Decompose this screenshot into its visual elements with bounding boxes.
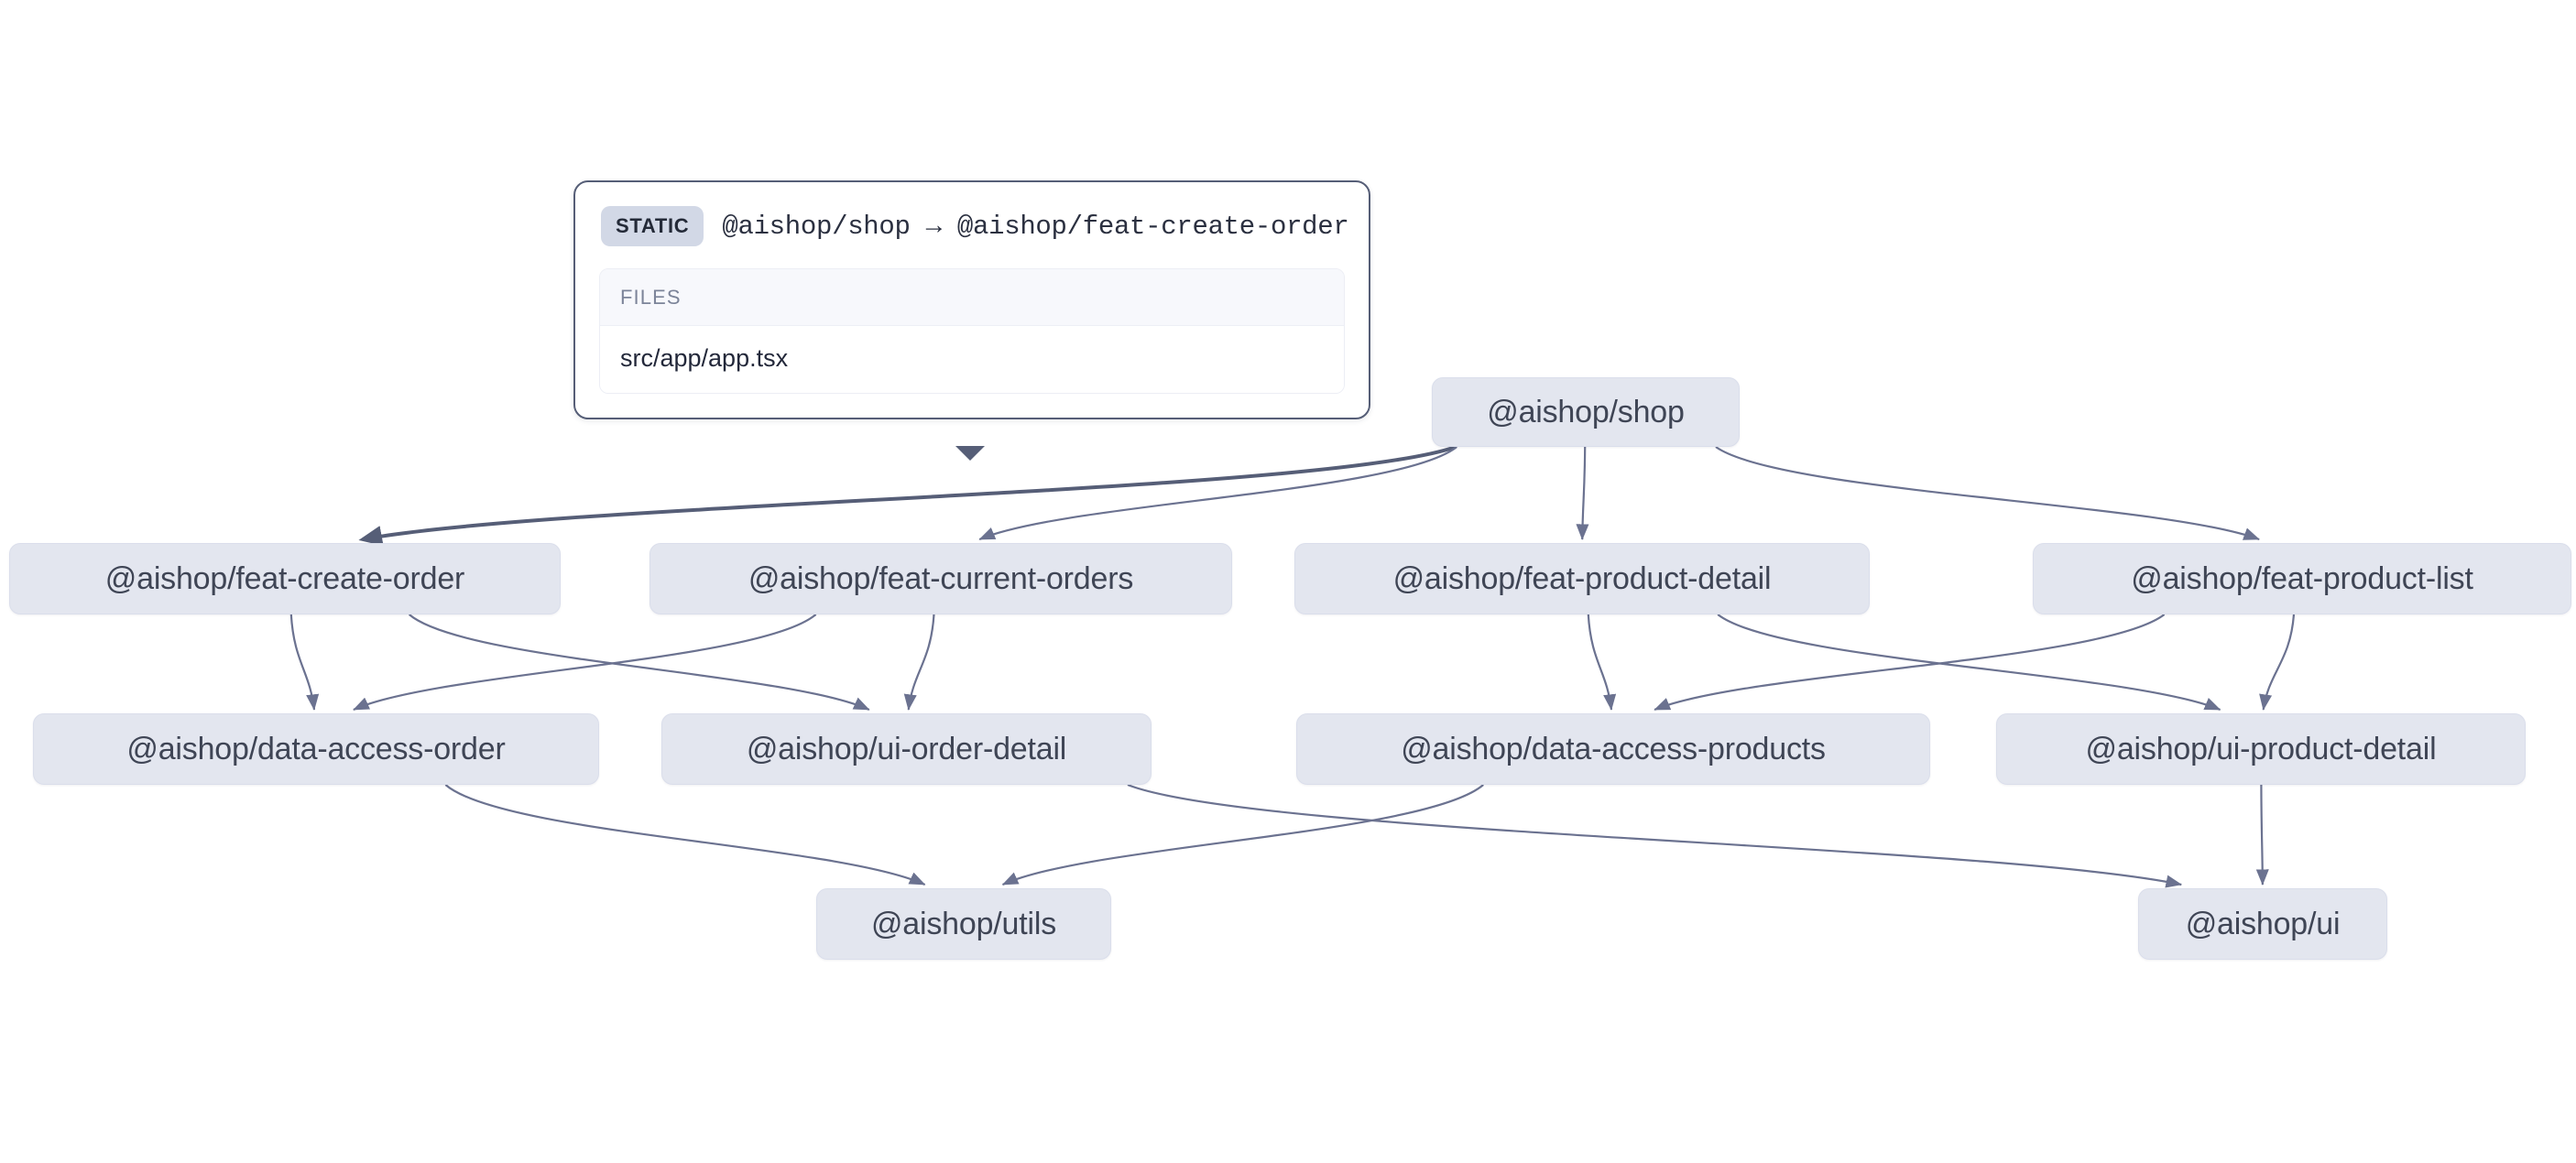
tooltip-files-section: FILES src/app/app.tsx — [599, 268, 1345, 394]
files-section-label: FILES — [600, 269, 1344, 326]
graph-node-label: @aishop/feat-create-order — [104, 560, 465, 596]
graph-node-feat-product-detail[interactable]: @aishop/feat-product-detail — [1294, 543, 1870, 614]
graph-node-shop[interactable]: @aishop/shop — [1432, 377, 1740, 447]
tooltip-title: @aishop/shop → @aishop/feat-create-order — [722, 211, 1349, 242]
graph-edge-feat-product-list-to-data-access-products[interactable] — [1654, 614, 2166, 712]
graph-edge-shop-to-feat-create-order[interactable] — [358, 445, 1457, 547]
graph-edge-shop-to-feat-product-list[interactable] — [1715, 446, 2260, 541]
tooltip-header: STATIC @aishop/shop → @aishop/feat-creat… — [599, 202, 1349, 248]
graph-node-feat-current-orders[interactable]: @aishop/feat-current-orders — [649, 543, 1232, 614]
graph-node-feat-create-order[interactable]: @aishop/feat-create-order — [9, 543, 561, 614]
graph-node-label: @aishop/utils — [870, 906, 1056, 941]
graph-node-feat-product-list[interactable]: @aishop/feat-product-list — [2033, 543, 2571, 614]
graph-edge-feat-product-detail-to-ui-product-detail[interactable] — [1717, 614, 2221, 712]
edge-tooltip-card[interactable]: STATIC @aishop/shop → @aishop/feat-creat… — [573, 180, 1370, 419]
graph-node-data-access-products[interactable]: @aishop/data-access-products — [1296, 713, 1930, 785]
graph-node-ui-product-detail[interactable]: @aishop/ui-product-detail — [1996, 713, 2526, 785]
graph-edge-shop-to-feat-product-detail[interactable] — [1576, 446, 1589, 540]
graph-edge-feat-current-orders-to-data-access-order[interactable] — [353, 614, 817, 712]
graph-edge-ui-product-detail-to-ui[interactable] — [2255, 784, 2269, 886]
graph-node-label: @aishop/data-access-order — [126, 731, 506, 766]
graph-edge-ui-order-detail-to-ui[interactable] — [1127, 783, 2183, 888]
graph-edge-feat-product-list-to-ui-product-detail[interactable] — [2259, 614, 2296, 711]
graph-node-data-access-order[interactable]: @aishop/data-access-order — [33, 713, 599, 785]
graph-node-label: @aishop/feat-product-detail — [1392, 560, 1772, 596]
graph-edge-feat-current-orders-to-ui-order-detail[interactable] — [903, 614, 935, 711]
tooltip-pointer-icon — [955, 446, 985, 461]
graph-edge-data-access-products-to-utils[interactable] — [1001, 784, 1484, 886]
files-list: src/app/app.tsx — [600, 326, 1344, 393]
graph-edge-shop-to-feat-current-orders[interactable] — [978, 446, 1457, 541]
file-row[interactable]: src/app/app.tsx — [600, 326, 1344, 393]
graph-node-ui[interactable]: @aishop/ui — [2138, 888, 2387, 960]
static-badge: STATIC — [601, 206, 704, 246]
graph-node-label: @aishop/ui-order-detail — [746, 731, 1067, 766]
graph-node-label: @aishop/ui-product-detail — [2085, 731, 2437, 766]
graph-edge-data-access-order-to-utils[interactable] — [444, 784, 926, 886]
graph-node-label: @aishop/shop — [1487, 394, 1685, 429]
graph-node-utils[interactable]: @aishop/utils — [816, 888, 1111, 960]
graph-node-label: @aishop/ui — [2185, 906, 2341, 941]
graph-edge-feat-create-order-to-data-access-order[interactable] — [289, 614, 320, 711]
graph-edge-feat-product-detail-to-data-access-products[interactable] — [1587, 614, 1617, 711]
graph-node-label: @aishop/feat-current-orders — [748, 560, 1134, 596]
graph-node-ui-order-detail[interactable]: @aishop/ui-order-detail — [661, 713, 1152, 785]
graph-node-label: @aishop/data-access-products — [1401, 731, 1826, 766]
graph-node-label: @aishop/feat-product-list — [2131, 560, 2473, 596]
graph-edge-feat-create-order-to-ui-order-detail[interactable] — [408, 614, 870, 712]
